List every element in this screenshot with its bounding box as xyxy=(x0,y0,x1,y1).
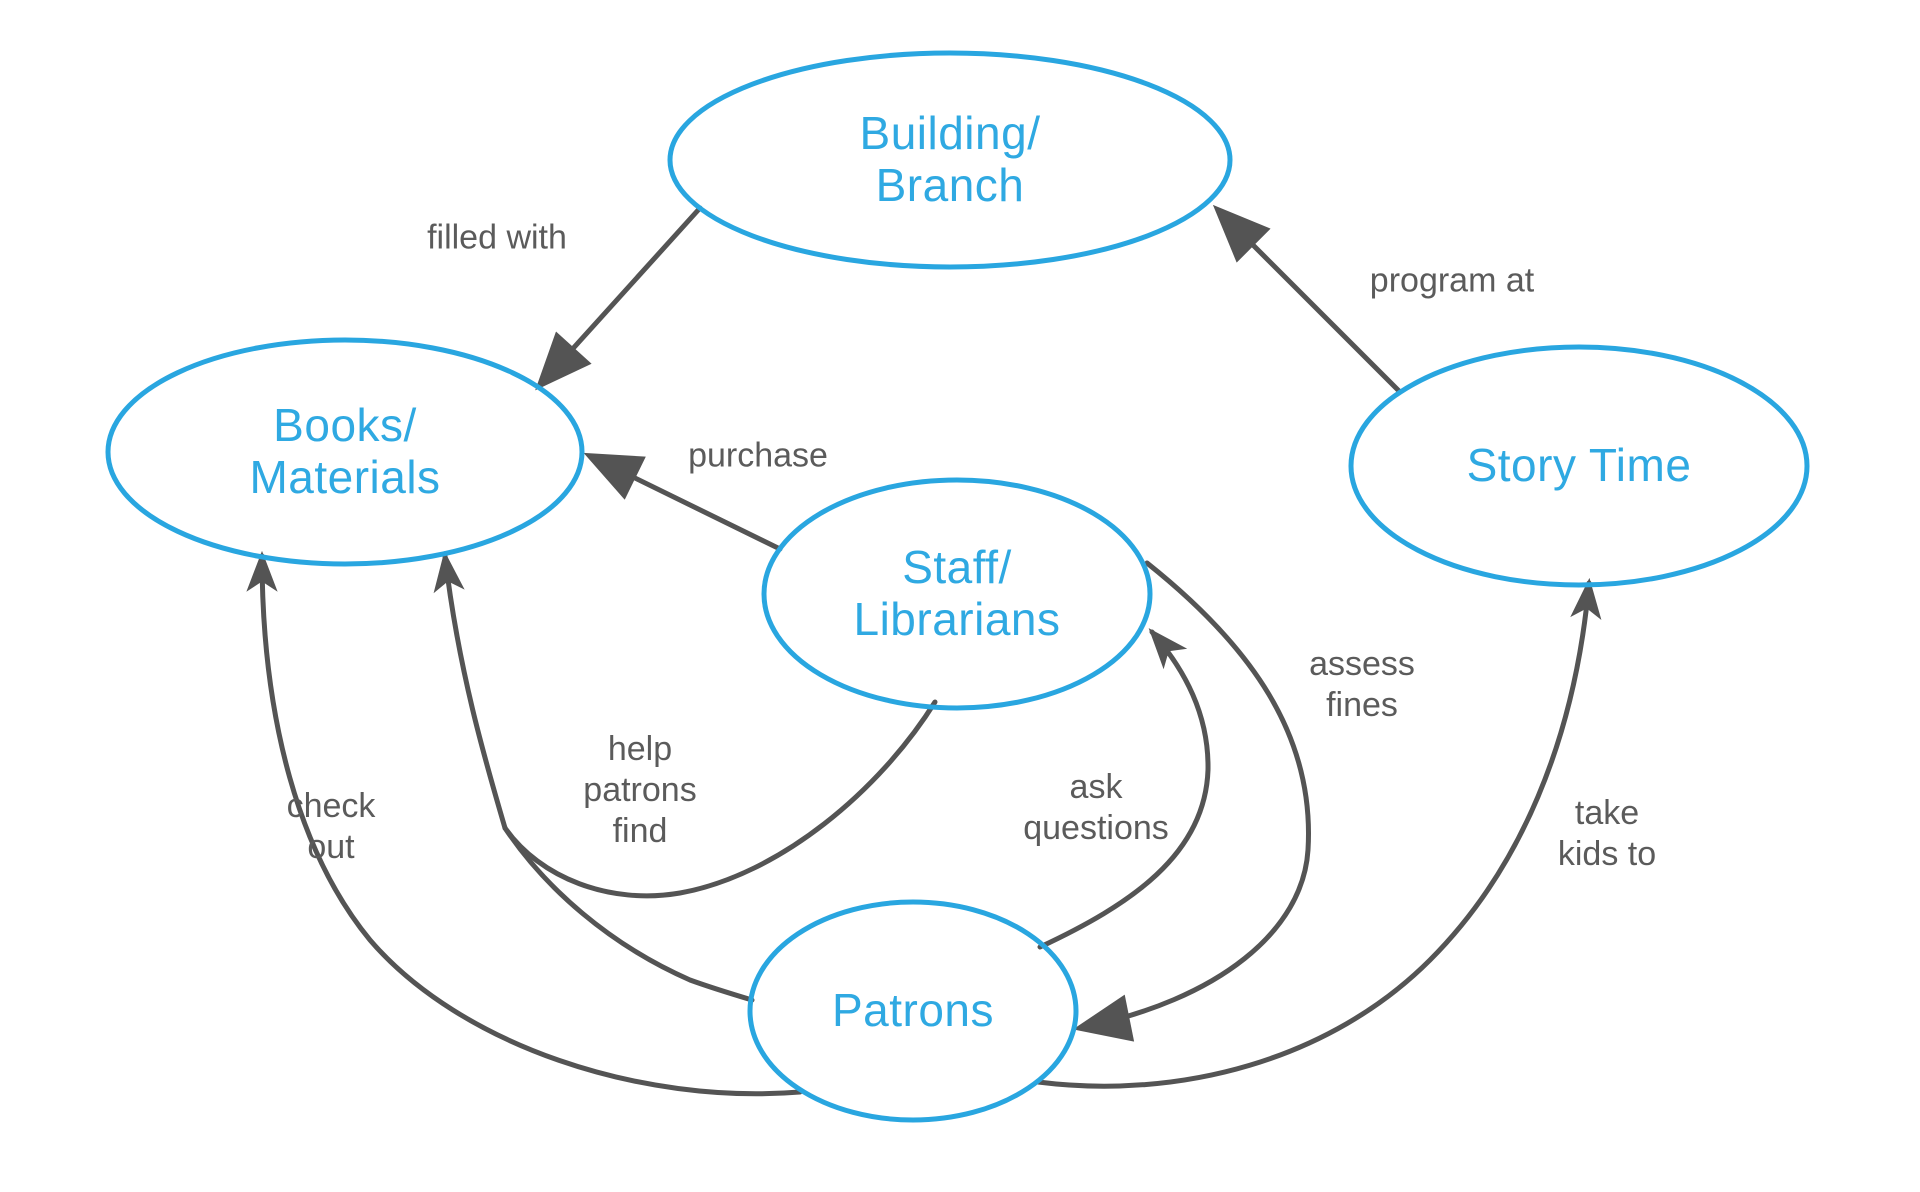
node-label-line: Materials xyxy=(249,451,441,503)
edge-line-assess-fines xyxy=(1072,560,1312,1042)
edge-line-take-kids-to xyxy=(1035,577,1602,1089)
edge-line-filled-with xyxy=(535,205,703,391)
edge-label-line: kids to xyxy=(1557,835,1657,873)
edge-line-purchase xyxy=(583,452,783,552)
node-label-story-time: Story Time xyxy=(1466,439,1692,492)
edge-line-help-patrons-find-patrons-branch xyxy=(502,825,755,1003)
node-ellipse-story-time xyxy=(1348,344,1810,588)
node-ellipse-staff-librarians xyxy=(761,477,1153,711)
edge-label-line: purchase xyxy=(688,436,828,475)
edge-label-line: help xyxy=(607,729,673,768)
edge-label-take-kids-to: take kids to xyxy=(1558,793,1656,875)
edge-label-line: fines xyxy=(1326,686,1398,724)
edge-label-line: program at xyxy=(1369,261,1535,300)
node-label-line: Librarians xyxy=(853,593,1061,645)
edge-line-help-patrons-find-staff-branch xyxy=(502,699,938,899)
node-label-line: Story Time xyxy=(1466,439,1692,492)
edge-label-ask-questions: ask questions xyxy=(1023,767,1169,849)
node-label-line: Patrons xyxy=(831,984,995,1037)
node-label-line: Staff/ xyxy=(902,541,1012,594)
node-label-books-materials: Books/ Materials xyxy=(249,399,441,504)
edge-label-line: out xyxy=(307,828,355,866)
edge-label-line: find xyxy=(612,811,668,850)
node-ellipse-building-branch xyxy=(667,50,1233,270)
edge-label-line: ask xyxy=(1069,768,1123,807)
edge-label-assess-fines: assess fines xyxy=(1309,644,1415,726)
node-label-building-branch: Building/ Branch xyxy=(859,107,1041,212)
edge-line-check-out xyxy=(246,550,803,1097)
node-label-staff-librarians: Staff/ Librarians xyxy=(853,541,1061,646)
edge-label-line: assess xyxy=(1309,645,1415,684)
edge-label-line: take xyxy=(1574,794,1640,833)
edge-line-ask-questions xyxy=(1037,628,1211,950)
edge-line-program-at xyxy=(1212,204,1403,395)
edge-label-line: questions xyxy=(1023,809,1169,847)
node-ellipse-patrons xyxy=(747,899,1079,1123)
node-label-line: Books/ xyxy=(273,399,417,452)
node-label-line: Branch xyxy=(875,159,1025,211)
edge-label-help-patrons-find: help patrons find xyxy=(583,729,696,851)
edge-label-purchase: purchase xyxy=(688,436,828,477)
edge-label-program-at: program at xyxy=(1370,261,1534,302)
edge-label-line: filled with xyxy=(427,218,567,257)
edge-line-help-patrons-find-shaft xyxy=(433,550,508,831)
node-label-line: Building/ xyxy=(859,107,1041,160)
edge-label-filled-with: filled with xyxy=(427,218,567,259)
edge-label-line: check xyxy=(286,787,376,826)
node-label-patrons: Patrons xyxy=(831,984,995,1037)
edge-label-line: patrons xyxy=(583,770,697,809)
edge-label-check-out: check out xyxy=(287,786,376,868)
node-ellipse-books-materials xyxy=(105,337,585,567)
